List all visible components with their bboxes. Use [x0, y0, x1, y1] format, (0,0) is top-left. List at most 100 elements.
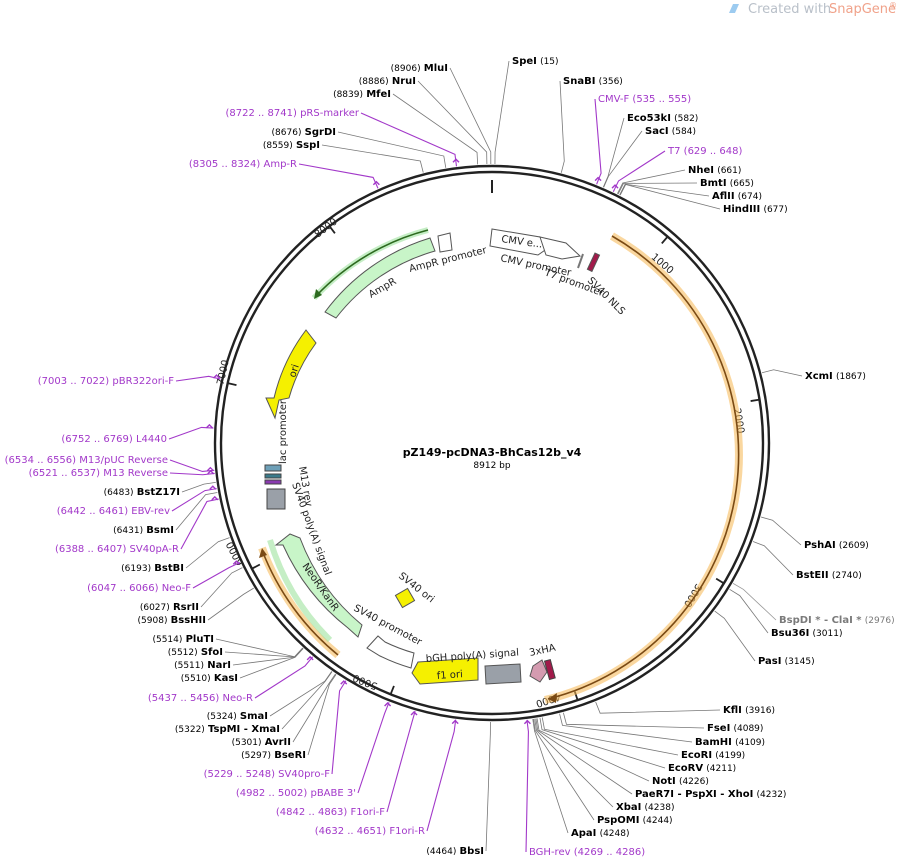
- site-label-ebv[interactable]: (6442 .. 6461) EBV-rev: [57, 506, 170, 517]
- sv40-polya-box[interactable]: [266, 488, 286, 510]
- site-label-pas[interactable]: PasI (3145): [758, 656, 815, 667]
- site-label-not[interactable]: NotI (4226): [652, 776, 709, 787]
- site-label-bste[interactable]: BstEII (2740): [796, 570, 862, 581]
- site-label-ecorv[interactable]: EcoRV (4211): [668, 763, 736, 774]
- site-label-sac[interactable]: SacI (584): [645, 126, 696, 137]
- site-label-bsm[interactable]: (6431) BsmI: [113, 525, 174, 536]
- site-label-paer[interactable]: PaeR7I - PspXI - XhoI (4232): [635, 789, 786, 800]
- site-label-ampr_p[interactable]: (8305 .. 8324) Amp-R: [189, 159, 297, 170]
- snapgene-credit[interactable]: Created with SnapGene ®: [729, 1, 897, 17]
- site-label-ecori[interactable]: EcoRI (4199): [681, 750, 745, 761]
- site-position: (4238): [645, 803, 675, 813]
- leader-line-l4440: [168, 426, 214, 440]
- site-label-rsr[interactable]: (6027) RsrII: [140, 602, 199, 613]
- site-label-neor[interactable]: (5437 .. 5456) Neo-R: [148, 693, 253, 704]
- site-label-pbr[interactable]: (7003 .. 7022) pBR322ori-F: [38, 376, 174, 387]
- site-label-prs[interactable]: (8722 .. 8741) pRS-marker: [225, 108, 359, 119]
- site-position: (5322): [175, 725, 205, 735]
- site-label-bspd[interactable]: BspDI * - ClaI * (2976): [779, 615, 895, 626]
- leader-line-pbr: [175, 375, 221, 382]
- site-label-neof[interactable]: (6047 .. 6066) Neo-F: [87, 583, 191, 594]
- ha3-box[interactable]: [543, 658, 556, 681]
- leader-line-ebv: [171, 488, 217, 512]
- site-label-snab[interactable]: SnaBI (356): [563, 76, 623, 87]
- ha3-arrow[interactable]: [529, 659, 548, 683]
- site-name: PaeR7I - PspXI - XhoI: [635, 789, 753, 800]
- site-label-spe[interactable]: SpeI (15): [512, 56, 559, 67]
- bgh-polya-box[interactable]: [484, 663, 522, 685]
- site-name: T7: [667, 146, 680, 157]
- cmv-enhancer-arrow[interactable]: [489, 228, 549, 256]
- t7-promoter-mark[interactable]: [577, 253, 584, 269]
- site-label-tspmi[interactable]: (5322) TspMI - XmaI: [175, 724, 280, 735]
- site-label-kas[interactable]: (5510) KasI: [181, 673, 238, 684]
- site-label-cmvf[interactable]: CMV-F (535 .. 555): [598, 94, 691, 105]
- site-label-sv40pro[interactable]: (5229 .. 5248) SV40pro-F: [204, 769, 331, 780]
- site-position: (6431): [113, 526, 143, 536]
- site-label-fse[interactable]: FseI (4089): [707, 723, 763, 734]
- site-label-xcm[interactable]: XcmI (1867): [805, 371, 866, 382]
- site-label-apa[interactable]: ApaI (4248): [571, 828, 630, 839]
- site-label-sfo[interactable]: (5512) SfoI: [168, 647, 223, 658]
- site-label-pbabe[interactable]: (4982 .. 5002) pBABE 3': [236, 788, 356, 799]
- site-label-avr[interactable]: (5301) AvrII: [232, 737, 291, 748]
- site-label-bstz[interactable]: (6483) BstZ17I: [104, 487, 180, 498]
- site-name: KasI: [214, 673, 238, 684]
- plasmid-size: 8912 bp: [473, 461, 510, 471]
- site-label-bstb[interactable]: (6193) BstBI: [121, 563, 184, 574]
- sv40-promoter-arrow[interactable]: [366, 635, 415, 669]
- site-label-nar[interactable]: (5511) NarI: [174, 660, 231, 671]
- site-label-m13rev[interactable]: (6521 .. 6537) M13 Reverse: [29, 468, 168, 479]
- site-label-f1f[interactable]: (4842 .. 4863) F1ori-F: [276, 807, 385, 818]
- site-label-mlu[interactable]: (8906) MluI: [391, 63, 448, 74]
- site-label-mfe[interactable]: (8839) MfeI: [333, 89, 391, 100]
- ampr-arrow[interactable]: [324, 237, 436, 319]
- f1-ori-arrow[interactable]: [411, 657, 479, 685]
- site-label-f1r[interactable]: (4632 .. 4651) F1ori-R: [315, 826, 425, 837]
- site-label-sma[interactable]: (5324) SmaI: [207, 711, 268, 722]
- neor-arrow[interactable]: [274, 533, 363, 638]
- site-label-bamh[interactable]: BamHI (4109): [695, 737, 765, 748]
- lac-promoter-glyph[interactable]: [264, 464, 282, 485]
- site-label-nru[interactable]: (8886) NruI: [359, 76, 416, 87]
- site-label-psp[interactable]: PspOMI (4244): [597, 815, 673, 826]
- sv40-ori-box[interactable]: [394, 587, 416, 609]
- ori-arrow[interactable]: [265, 329, 317, 420]
- site-name: M13/pUC Reverse: [79, 455, 168, 466]
- site-label-bgh[interactable]: BGH-rev (4269 .. 4286): [529, 847, 645, 858]
- site-label-bser[interactable]: (5297) BseRI: [241, 750, 306, 761]
- site-label-afl[interactable]: AflII (674): [712, 191, 762, 202]
- leader-line-sv40pa: [180, 498, 219, 550]
- leader-line-prs: [360, 112, 458, 167]
- site-label-hind[interactable]: HindIII (677): [723, 204, 788, 215]
- site-position: (6521 .. 6537): [29, 468, 101, 479]
- ampr-promoter-arrow[interactable]: [437, 232, 453, 253]
- cas12b-orf-line: [547, 235, 740, 700]
- site-label-eco53[interactable]: Eco53kI (582): [627, 113, 698, 124]
- site-label-ssp[interactable]: (8559) SspI: [263, 140, 320, 151]
- leader-line-f1f: [386, 711, 416, 813]
- site-label-bssh[interactable]: (5908) BssHII: [138, 615, 206, 626]
- sv40-nls-box[interactable]: [586, 252, 601, 273]
- site-label-sgr[interactable]: (8676) SgrDI: [272, 127, 336, 138]
- feature-label-sv40-promoter: SV40 promoter: [352, 603, 425, 649]
- cmv-promoter-arrow[interactable]: [539, 236, 582, 260]
- site-name: pRS-marker: [300, 108, 360, 119]
- site-label-bmt[interactable]: BmtI (665): [700, 178, 754, 189]
- site-label-plut[interactable]: (5514) PluTI: [152, 634, 214, 645]
- tick-mark: [328, 225, 336, 234]
- site-label-t7[interactable]: T7 (629 .. 648): [667, 146, 742, 157]
- site-label-l4440[interactable]: (6752 .. 6769) L4440: [61, 434, 167, 445]
- site-label-kfl[interactable]: KflI (3916): [723, 705, 775, 716]
- site-label-nhe[interactable]: NheI (661): [688, 165, 741, 176]
- site-position: (6752 .. 6769): [61, 434, 133, 445]
- site-label-sv40pa[interactable]: (6388 .. 6407) SV40pA-R: [55, 544, 179, 555]
- leader-line-xcm: [761, 369, 803, 377]
- site-label-m13puc[interactable]: (6534 .. 6556) M13/pUC Reverse: [5, 455, 168, 466]
- site-label-psh[interactable]: PshAI (2609): [804, 540, 869, 551]
- site-position: (584): [672, 127, 696, 137]
- leader-line-cmvf: [594, 98, 602, 185]
- site-label-bbs[interactable]: (4464) BbsI: [426, 846, 484, 857]
- site-label-xba[interactable]: XbaI (4238): [616, 802, 674, 813]
- site-label-bsu[interactable]: Bsu36I (3011): [771, 628, 842, 639]
